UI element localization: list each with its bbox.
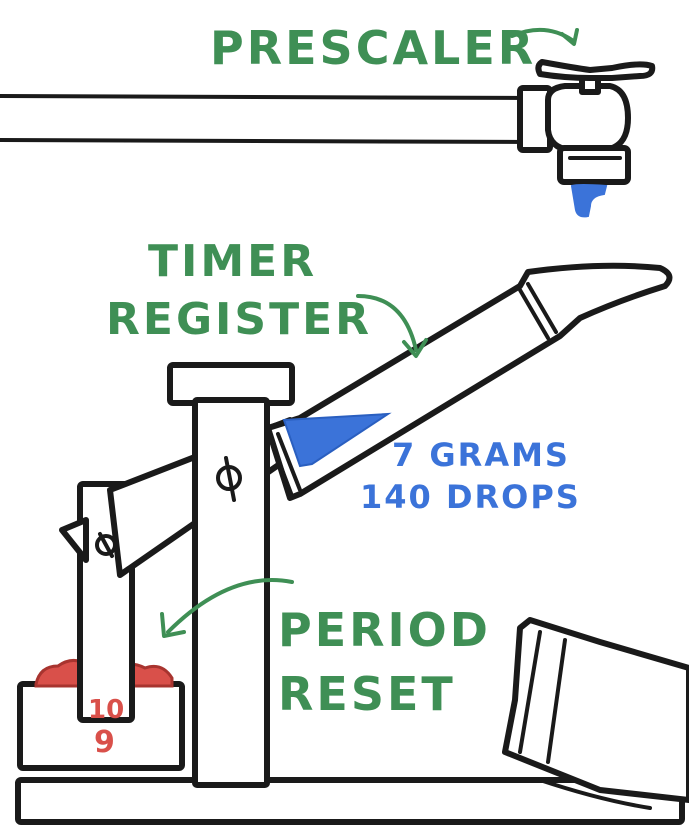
amount-drops-label: 140 DROPS <box>360 478 581 516</box>
period-reset-arrowhead <box>160 612 186 638</box>
prescaler-label: PRESCALER <box>210 21 536 75</box>
timer-register-arrowhead <box>402 338 428 358</box>
water-drip <box>570 184 608 218</box>
period-reset-label-line2: RESET <box>278 667 456 721</box>
faucet <box>517 59 656 185</box>
period-reset-arrow <box>166 578 294 634</box>
counter-digits-top: 10 <box>88 695 124 725</box>
water-pipe <box>0 94 532 144</box>
timer-register-label-line1: TIMER <box>148 236 317 287</box>
base-board <box>15 777 685 825</box>
center-pillar <box>167 362 295 788</box>
dumped-bucket <box>502 617 689 810</box>
prescaler-arrowhead <box>560 28 579 46</box>
timer-register-label-line2: REGISTER <box>106 294 372 345</box>
timer-water-level <box>282 412 392 468</box>
period-reset-label-line1: PERIOD <box>278 603 491 657</box>
amount-grams-label: 7 GRAMS <box>392 436 570 474</box>
timer-register-tube <box>265 262 673 501</box>
timer-register-arrow <box>356 294 418 352</box>
counter-digits-bottom: 9 <box>94 725 115 760</box>
